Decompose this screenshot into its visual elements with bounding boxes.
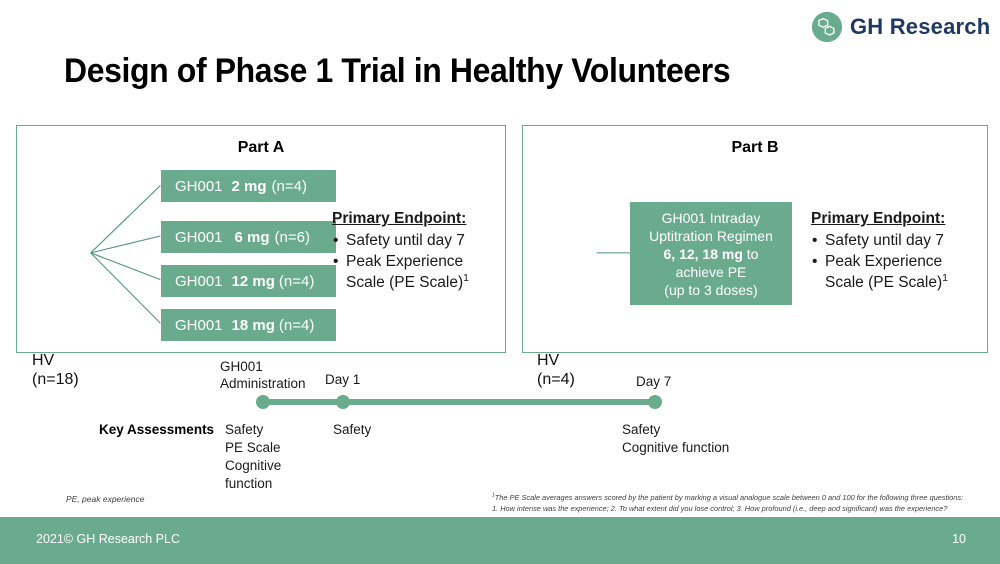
dose-amount: 2 mg xyxy=(231,177,267,195)
part-b-endpoint-bullet-1: Safety until day 7 xyxy=(811,230,983,251)
part-a-panel: Part A HV (n=18) GH001 2 mg (n=4) GH001 … xyxy=(16,125,506,388)
footnote-marker: 1 xyxy=(492,492,495,499)
regimen-line-4: achieve PE xyxy=(675,263,747,280)
timeline-dot-2 xyxy=(336,395,350,409)
timeline-label-3: Day 7 xyxy=(636,373,671,390)
footnote-line-2: 1. How intense was the experience; 2. To… xyxy=(492,504,948,513)
dose-n: (n=4) xyxy=(278,272,315,290)
part-a-endpoint-bullet-1: Safety until day 7 xyxy=(332,230,497,251)
dose-amount: 6 mg xyxy=(234,228,270,246)
timeline-label-1: GH001 Administration xyxy=(220,358,306,392)
timeline-label-2: Day 1 xyxy=(325,371,360,388)
part-b-endpoint-heading: Primary Endpoint: xyxy=(811,210,946,227)
part-b-primary-endpoint: Primary Endpoint: Safety until day 7 Pea… xyxy=(811,208,983,293)
part-b-hv-line1: HV xyxy=(537,352,560,369)
dose-n: (n=4) xyxy=(278,316,315,334)
slide-footer: 2021© GH Research PLC 10 xyxy=(0,517,1000,564)
dose-box-arm-1: GH001 2 mg (n=4) xyxy=(161,170,336,202)
regimen-line-3-rest: to xyxy=(742,245,759,262)
regimen-line-1: GH001 Intraday xyxy=(661,209,761,226)
part-b-hv-line2: (n=4) xyxy=(537,371,575,388)
bullet2-line2: Scale (PE Scale) xyxy=(346,274,464,291)
bullet2-line1: Peak Experience xyxy=(346,253,464,270)
part-b-endpoint-bullet-2: Peak Experience Scale (PE Scale)1 xyxy=(811,251,983,293)
dose-n: (n=4) xyxy=(271,177,307,195)
assessment-item: function xyxy=(225,476,273,491)
part-b-regimen-box: GH001 Intraday Uptitration Regimen 6, 12… xyxy=(630,202,792,305)
dose-drug: GH001 xyxy=(175,177,223,195)
assessment-item: PE Scale xyxy=(225,440,281,455)
part-b-hv-label: HV (n=4) xyxy=(537,351,575,389)
molecule-circle-icon xyxy=(812,12,842,42)
brand-name: GH Research xyxy=(850,14,991,39)
dose-box-arm-3: GH001 12 mg (n=4) xyxy=(161,265,336,297)
bullet2-line2: Scale (PE Scale) xyxy=(825,274,943,291)
assessment-item: Cognitive function xyxy=(622,440,730,455)
regimen-text: GH001 Intraday Uptitration Regimen 6, 12… xyxy=(649,209,773,299)
assessment-item: Safety xyxy=(622,422,661,437)
part-a-hv-label: HV (n=18) xyxy=(32,351,79,389)
regimen-line-2: Uptitration Regimen xyxy=(649,227,773,244)
timeline-label-1-line1: GH001 xyxy=(220,359,263,374)
dose-amount: 18 mg xyxy=(231,316,275,334)
timeline-dot-3 xyxy=(648,395,662,409)
bullet2-footnote-marker: 1 xyxy=(463,271,470,284)
assessment-item: Safety xyxy=(225,422,264,437)
part-b-heading: Part B xyxy=(731,139,779,156)
footnote-line-1: The PE Scale averages answers scored by … xyxy=(494,493,964,502)
key-assessments-label: Key Assessments xyxy=(99,422,215,437)
part-a-primary-endpoint: Primary Endpoint: Safety until day 7 Pea… xyxy=(332,208,497,293)
footer-copyright: 2021© GH Research PLC xyxy=(36,532,181,546)
part-a-endpoint-heading: Primary Endpoint: xyxy=(332,210,467,227)
assessment-item: Cognitive xyxy=(225,458,282,473)
bullet2-line1: Peak Experience xyxy=(825,253,943,270)
dose-drug: GH001 xyxy=(175,228,223,246)
part-a-hv-line2: (n=18) xyxy=(32,371,79,388)
dose-box-arm-2: GH001 6 mg (n=6) xyxy=(161,221,336,253)
dose-n: (n=6) xyxy=(274,228,310,246)
page-title: Design of Phase 1 Trial in Healthy Volun… xyxy=(64,52,731,90)
footnote-pe-scale: 1The PE Scale averages answers scored by… xyxy=(492,492,992,514)
part-a-endpoint-bullet-2: Peak Experience Scale (PE Scale)1 xyxy=(332,251,497,293)
dose-drug: GH001 xyxy=(175,316,223,334)
brand-logo: GH Research xyxy=(812,12,990,42)
timeline-assessments-3: Safety Cognitive function xyxy=(622,421,729,457)
part-a-heading: Part A xyxy=(237,139,285,156)
footnote-abbreviation: PE, peak experience xyxy=(66,494,145,504)
regimen-line-5: (up to 3 doses) xyxy=(664,281,758,298)
timeline-label-3-line1: Day 7 xyxy=(636,374,672,389)
assessment-item: Safety xyxy=(333,422,372,437)
timeline-track xyxy=(263,399,655,405)
dose-amount: 12 mg xyxy=(231,272,275,290)
bullet2-footnote-marker: 1 xyxy=(942,271,949,284)
timeline-label-1-line2: Administration xyxy=(220,376,306,391)
timeline-assessments-1: Safety PE Scale Cognitive function xyxy=(225,421,281,493)
timeline-dot-1 xyxy=(256,395,270,409)
part-a-hv-line1: HV xyxy=(32,352,55,369)
dose-drug: GH001 xyxy=(175,272,223,290)
timeline-label-2-line1: Day 1 xyxy=(325,372,361,387)
part-a-endpoint-list: Safety until day 7 Peak Experience Scale… xyxy=(332,230,497,293)
dose-box-arm-4: GH001 18 mg (n=4) xyxy=(161,309,336,341)
timeline-assessments-2: Safety xyxy=(333,421,371,439)
footer-page-number: 10 xyxy=(952,532,966,546)
regimen-line-3-doses: 6, 12, 18 mg xyxy=(663,245,743,262)
part-b-endpoint-list: Safety until day 7 Peak Experience Scale… xyxy=(811,230,983,293)
